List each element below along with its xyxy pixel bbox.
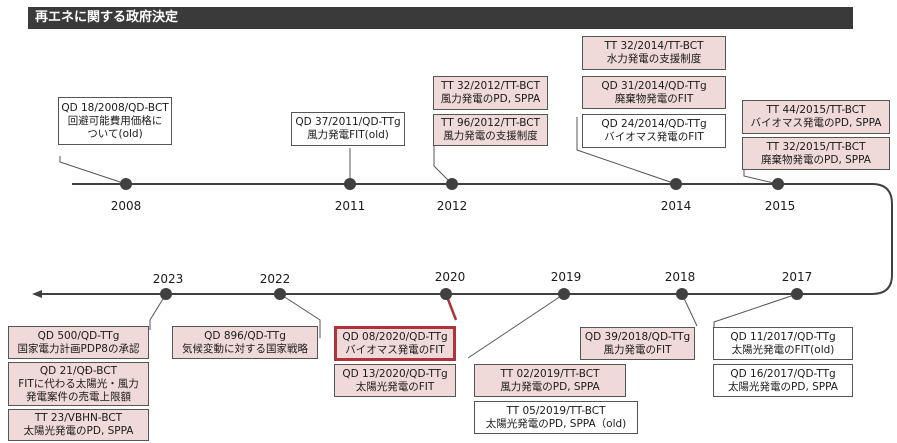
decision-box-qd896-2022: QD 896/QD-TTg 気候変動に対する国家戦略 [172,326,318,359]
timeline-curve [871,183,893,295]
connector-2015 [743,170,779,185]
year-label-2018: 2018 [664,270,696,284]
dot-2018 [676,288,688,300]
decision-box-qd11-2017: QD 11/2017/QD-TTg 太陽光発電のFIT(old) [713,327,853,360]
dot-2020 [440,288,452,300]
connector-2017 [713,293,798,330]
decision-desc: 太陽光発電のPD, SPPA [23,425,134,437]
decision-code: QD 896/QD-TTg [204,329,286,342]
decision-code: QD 37/2011/QD-TTg [295,116,401,128]
dot-2008 [120,178,132,190]
decision-desc: 水力発電の支援制度 [606,53,702,65]
decision-box-qd21-2023: QD 21/QĐ-BCT FITに代わる太陽光・風力 発電案件の売電上限額 [8,362,149,406]
decision-desc: 風力発電のPD, SPPA [440,93,541,105]
year-label-2022: 2022 [259,272,291,286]
decision-desc: 太陽光発電のFIT(old) [731,343,835,356]
decision-code: TT 32/2012/TT-BCT [441,80,540,92]
year-label-2019: 2019 [550,270,582,284]
dot-2011 [344,178,356,190]
decision-desc: バイオマス発電のFIT [345,343,445,356]
decision-box-tt32-2012: TT 32/2012/TT-BCT 風力発電のPD, SPPA [433,76,548,110]
decision-desc: バイオマス発電のFIT [604,131,704,143]
year-label-2014: 2014 [660,199,692,213]
decision-desc: 気候変動に対する国家戦略 [182,342,308,355]
connector-2014 [576,117,677,185]
decision-code: QD 24/2014/QD-TTg [601,118,707,130]
decision-code: TT 44/2015/TT-BCT [766,104,866,116]
decision-box-qd39-2018: QD 39/2018/QD-TTg 風力発電のFIT [580,327,695,360]
decision-code: QD 31/2014/QD-TTg [601,79,707,92]
decision-code: QD 500/QD-TTg [37,329,120,342]
decision-box-qd24-2014: QD 24/2014/QD-TTg バイオマス発電のFIT [582,114,726,148]
year-label-2017: 2017 [781,270,813,284]
decision-box-tt05-2019: TT 05/2019/TT-BCT 太陽光発電のPD, SPPA（old) [474,401,638,434]
decision-code: TT 23/VBHN-BCT [34,412,123,424]
decision-box-qd08-2020: QD 08/2020/QD-TTg バイオマス発電のFIT [334,326,456,361]
decision-box-qd37-2011: QD 37/2011/QD-TTg 風力発電FIT(old) [291,112,405,146]
decision-code: QD 16/2017/QD-TTg [730,367,836,380]
dot-2022 [274,288,286,300]
connector-2012 [433,146,453,185]
decision-box-qd16-2017: QD 16/2017/QD-TTg 太陽光発電のPD, SPPA [713,364,853,397]
decision-desc: 太陽光発電のPD, SPPA（old) [485,417,627,430]
decision-desc: 廃棄物発電のPD, SPPA [761,153,871,166]
dot-2014 [670,178,682,190]
decision-desc: 太陽光発電のFIT [355,380,435,393]
decision-box-tt23-2023: TT 23/VBHN-BCT 太陽光発電のPD, SPPA [8,409,149,441]
connector-2008 [59,156,127,185]
decision-desc: 発電案件の売電上限額 [26,390,131,403]
decision-code: TT 32/2015/TT-BCT [766,140,866,153]
decision-box-qd31-2014: QD 31/2014/QD-TTg 廃棄物発電のFIT [582,76,726,109]
decision-desc: 風力発電のPD, SPPA [500,380,600,393]
decision-code: TT 32/2014/TT-BCT [604,40,704,52]
connector-2022 [279,293,321,338]
decision-code: QD 18/2008/QD-BCT [61,101,169,114]
decision-desc: FITに代わる太陽光・風力 [18,377,139,390]
decision-code: QD 13/2020/QD-TTg [342,367,448,380]
dot-2015 [772,178,784,190]
decision-code: QD 39/2018/QD-TTg [584,330,691,343]
decision-code: QD 11/2017/QD-TTg [730,330,836,343]
decision-desc: 太陽光発電のPD, SPPA [728,380,838,393]
decision-desc: 風力発電の支援制度 [443,130,538,142]
decision-desc: 風力発電のFIT [603,343,672,356]
decision-box-tt96-2012: TT 96/2012/TT-BCT 風力発電の支援制度 [433,114,548,146]
decision-box-tt32-2014: TT 32/2014/TT-BCT 水力発電の支援制度 [582,36,726,70]
year-label-2008: 2008 [110,199,142,213]
connector-2019 [467,293,565,359]
year-label-2012: 2012 [436,199,468,213]
dot-2023 [160,288,172,300]
dot-2017 [791,288,803,300]
decision-box-tt44-2015: TT 44/2015/TT-BCT バイオマス発電のPD, SPPA [742,100,890,134]
decision-desc: バイオマス発電のPD, SPPA [750,117,882,129]
decision-desc: ついて(old) [87,127,143,140]
decision-code: TT 96/2012/TT-BCT [441,117,540,129]
decision-box-tt32-2015: TT 32/2015/TT-BCT 廃棄物発電のPD, SPPA [742,137,890,170]
decision-code: QD 08/2020/QD-TTg [342,330,448,343]
decision-code: TT 02/2019/TT-BCT [500,367,600,380]
year-label-2023: 2023 [152,272,184,286]
connector-2023 [149,293,167,330]
year-label-2020: 2020 [434,270,466,284]
decision-desc: 回避可能費用価格に [67,114,163,127]
decision-desc: 国家電力計画PDP8の承認 [17,342,140,355]
page-title: 再エネに関する政府決定 [28,7,853,29]
decision-box-qd500-2023: QD 500/QD-TTg 国家電力計画PDP8の承認 [8,326,149,359]
decision-code: TT 05/2019/TT-BCT [506,404,606,417]
decision-code: QD 21/QĐ-BCT [39,364,118,377]
year-label-2015: 2015 [764,199,796,213]
decision-box-qd18-2008: QD 18/2008/QD-BCT 回避可能費用価格に ついて(old) [58,97,172,145]
dot-2012 [446,178,458,190]
dot-2019 [558,288,570,300]
year-label-2011: 2011 [334,199,366,213]
decision-box-qd13-2020: QD 13/2020/QD-TTg 太陽光発電のFIT [334,364,456,397]
timeline-arrowhead [32,290,42,298]
decision-desc: 廃棄物発電のFIT [614,92,694,105]
decision-desc: 風力発電FIT(old) [307,129,389,141]
decision-box-tt02-2019: TT 02/2019/TT-BCT 風力発電のPD, SPPA [474,364,626,397]
